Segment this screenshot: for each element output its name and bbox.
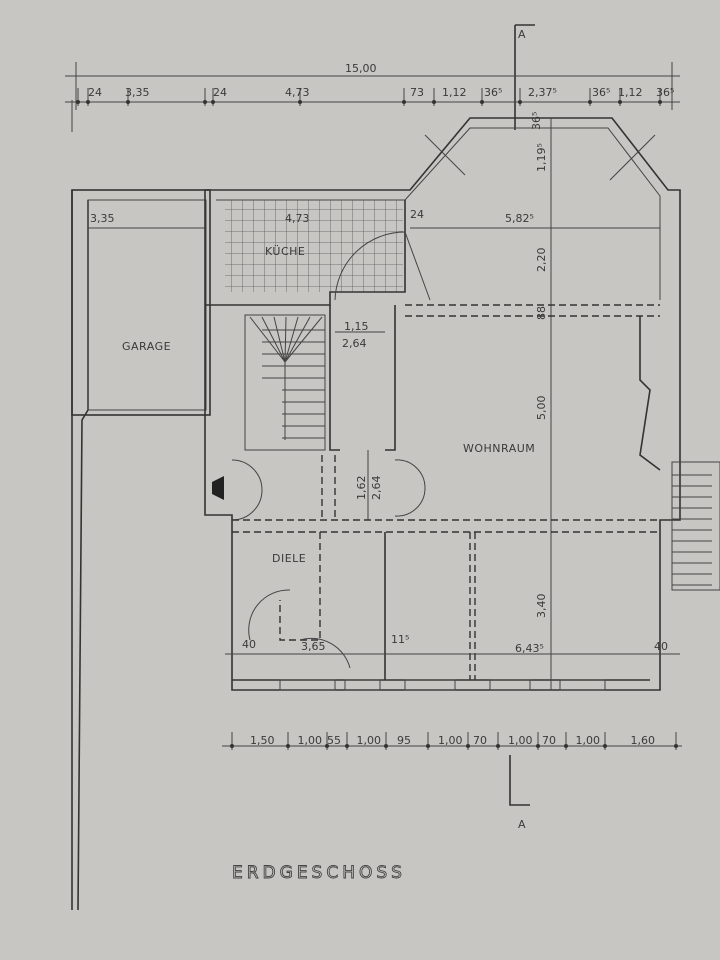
- dim-top-4: 73: [410, 86, 424, 99]
- dim-bottom-9: 1,00: [576, 734, 601, 747]
- dim-lower-depth: 3,40: [535, 594, 548, 619]
- dim-top-6: 36⁵: [484, 86, 502, 99]
- dim-corridor-b: 2,64: [370, 476, 383, 501]
- section-label-bottom: A: [518, 818, 526, 831]
- dim-wall-24: 24: [410, 208, 424, 221]
- dim-bottom-6: 70: [473, 734, 487, 747]
- dim-bottom-7: 1,00: [508, 734, 533, 747]
- dim-top-10: 36⁵: [656, 86, 674, 99]
- dim-wall-11: 11⁵: [391, 633, 409, 646]
- dim-stair-hall-b: 2,64: [342, 337, 367, 350]
- room-label-garage: GARAGE: [122, 340, 171, 353]
- dim-bottom-5: 1,00: [438, 734, 463, 747]
- dim-wall-40-right: 40: [654, 640, 668, 653]
- dim-bay-depth: 1,19⁵: [535, 143, 548, 172]
- dim-kitchen-width: 4,73: [285, 212, 310, 225]
- top-dimensions: 15,00 24 3,35 24 4,73 73 1,12 36⁵ 2,37⁵ 36⁵ 1,12 3…: [65, 62, 680, 132]
- dim-bottom-2: 55: [327, 734, 341, 747]
- house-walls: KÜCHE 4,73 24 5,82⁵ 1,19⁵ 36⁵ 2,20 88 5,…: [204, 112, 720, 691]
- bottom-dimensions: 1,50 1,00 55 1,00 95 1,00 70 1,00 70 1,00 1,60: [222, 732, 682, 750]
- dim-bottom-10: 1,60: [631, 734, 656, 747]
- section-label-top: A: [518, 28, 526, 41]
- dim-garage-width: 3,35: [90, 212, 115, 225]
- dim-bottom-4: 95: [397, 734, 411, 747]
- garage: 3,35 GARAGE: [71, 189, 211, 911]
- room-label-kitchen: KÜCHE: [265, 245, 305, 258]
- entrance-arrow-icon: [212, 476, 224, 500]
- dim-wall-40-left: 40: [242, 638, 256, 651]
- dim-total: 15,00: [345, 62, 377, 75]
- dim-corridor-a: 1,62: [355, 476, 368, 501]
- dim-top-5: 1,12: [442, 86, 467, 99]
- dim-top-2: 24: [213, 86, 227, 99]
- dim-lower-width: 6,43⁵: [515, 642, 544, 655]
- dim-bottom-1: 1,00: [298, 734, 323, 747]
- plan-title: ERDGESCHOSS: [232, 863, 406, 883]
- dim-top-0: 24: [88, 86, 102, 99]
- room-label-hall: DIELE: [272, 552, 306, 565]
- section-line-a: A A: [509, 24, 535, 831]
- dim-top-9: 1,12: [618, 86, 643, 99]
- dim-hall-width: 3,65: [301, 640, 326, 653]
- dim-living-upper: 2,20: [535, 248, 548, 273]
- dim-top-8: 36⁵: [592, 86, 610, 99]
- dim-bottom-3: 1,00: [357, 734, 382, 747]
- dim-stair-hall-a: 1,15: [344, 320, 369, 333]
- dim-bay-wall: 36⁵: [530, 112, 543, 130]
- dim-bottom-8: 70: [542, 734, 556, 747]
- dim-beam: 88: [535, 306, 548, 320]
- dim-living-depth: 5,00: [535, 396, 548, 421]
- dim-top-7: 2,37⁵: [528, 86, 557, 99]
- dim-living-width: 5,82⁵: [505, 212, 534, 225]
- dim-bottom-0: 1,50: [250, 734, 275, 747]
- dim-top-3: 4,73: [285, 86, 310, 99]
- dim-top-1: 3,35: [125, 86, 150, 99]
- room-label-living: WOHNRAUM: [463, 442, 535, 455]
